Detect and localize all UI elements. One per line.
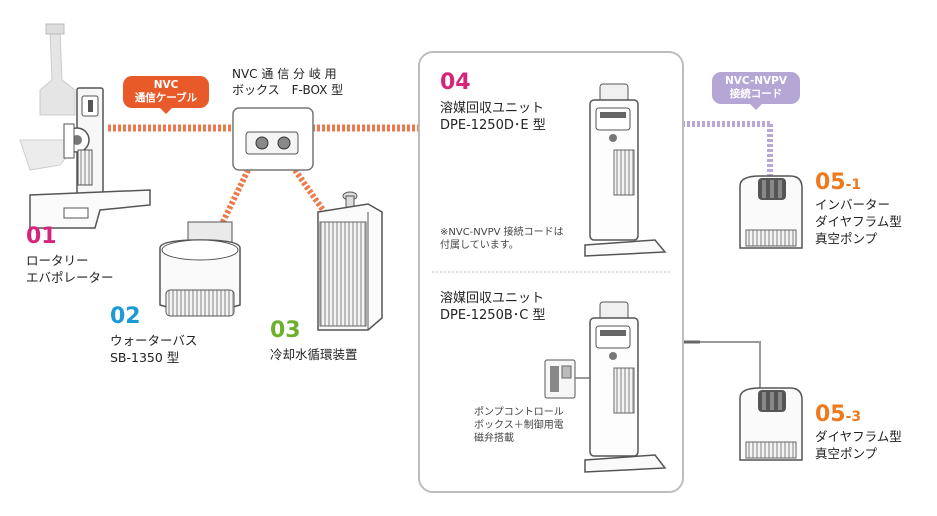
unit-03-number: 03 [270, 318, 301, 343]
unit-05-3-number: 05-3 [815, 404, 861, 426]
unit-04-number: 04 [440, 70, 471, 95]
unit-01-number: 01 [26, 224, 57, 249]
unit-05-1-label: インバーター ダイヤフラム型 真空ポンプ [815, 197, 902, 246]
water-bath-illustration [159, 221, 241, 317]
unit-05-1-suffix: -1 [845, 177, 862, 193]
f-box-illustration [232, 107, 314, 171]
unit-05-3-label: ダイヤフラム型 真空ポンプ [815, 429, 902, 461]
unit-02-number: 02 [110, 304, 141, 329]
rotary-evaporator-illustration [19, 23, 151, 229]
unit-05-3-number-main: 05 [815, 402, 846, 427]
f-box-label: NVC 通 信 分 岐 用 ボックス F-BOX 型 [232, 67, 344, 97]
unit-05-1-number-main: 05 [815, 170, 846, 195]
dpe-bottom-label: 溶媒回収ユニット DPE-1250B･C 型 [440, 291, 546, 323]
dpe-top-note: ※NVC-NVPV 接続コードは 付属しています。 [440, 227, 564, 251]
unit-02-label: ウォーターバス SB-1350 型 [110, 333, 198, 365]
pump-05-3-illustration [739, 387, 803, 461]
dpe-1250de-illustration [584, 83, 667, 257]
unit-05-3-suffix: -3 [845, 409, 862, 425]
nvc-cable-tag: NVC 通信ケーブル [123, 76, 209, 114]
nvpv-cable-tag: NVC-NVPV 接続コード [712, 72, 800, 110]
dpe-bottom-note: ポンプコントロール ボックス＋制御用電 磁弁搭載 [474, 407, 564, 444]
unit-05-1-number: 05-1 [815, 172, 861, 194]
unit-01-label: ロータリー エバポレーター [26, 253, 114, 285]
dpe-1250bc-illustration [544, 301, 667, 473]
chiller-illustration [317, 191, 383, 331]
unit-03-label: 冷却水循環装置 [270, 347, 358, 362]
pump-05-1-illustration [739, 175, 803, 249]
hose-to-pump-3 [682, 340, 761, 400]
dpe-top-label: 溶媒回収ユニット DPE-1250D･E 型 [440, 101, 546, 133]
